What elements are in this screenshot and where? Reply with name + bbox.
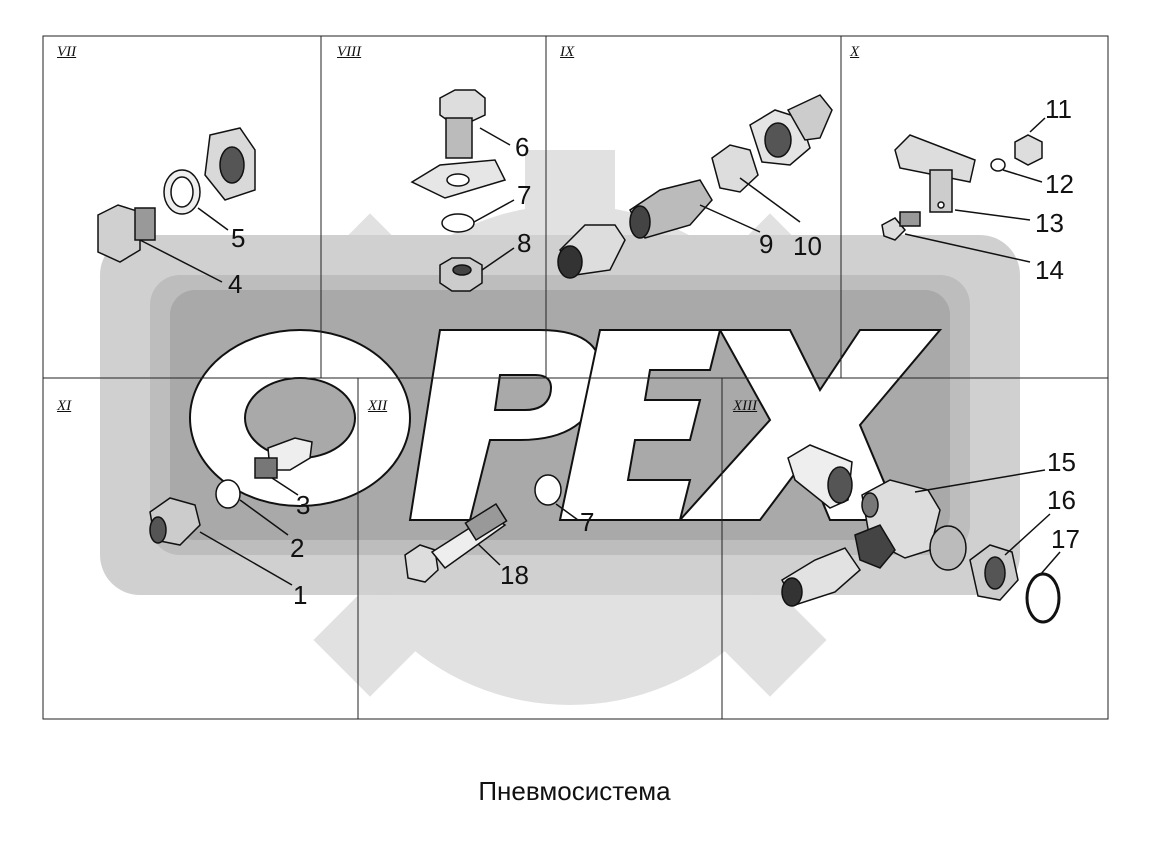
panel-xii-parts [404,474,579,583]
panel-label-xiii: XIII [733,398,758,414]
callout-10: 10 [793,231,822,261]
callout-5: 5 [231,223,246,253]
callout-1: 1 [293,580,308,610]
callout-2: 2 [290,533,305,563]
callout-6: 6 [515,132,530,162]
panel-viii-parts [410,89,515,292]
panel-ix-parts [557,94,833,279]
callout-11: 11 [1045,94,1072,124]
panel-x-parts [881,117,1046,263]
callout-15: 15 [1047,447,1076,477]
callout-13: 13 [1035,208,1064,238]
panel-label-xii: XII [368,398,388,414]
callout-18: 18 [500,560,529,590]
callout-9: 9 [759,229,774,259]
callout-16: 16 [1047,485,1076,515]
panel-label-vii: VII [57,44,77,60]
callout-7b: 7 [580,507,595,537]
panel-xiii-parts [781,444,1061,624]
callout-7a: 7 [517,180,532,210]
callout-4: 4 [228,269,243,299]
panel-label-viii: VIII [337,44,362,60]
callout-3: 3 [296,490,311,520]
figure-caption: Пневмосистема [478,776,671,806]
callout-14: 14 [1035,255,1064,285]
callout-12: 12 [1045,169,1074,199]
panel-vii-parts [97,127,256,283]
panel-label-x: X [850,44,860,60]
callout-8: 8 [517,228,532,258]
panel-xi-parts [149,437,313,586]
callout-17: 17 [1051,524,1080,554]
panel-label-ix: IX [560,44,575,60]
panel-label-xi: XI [57,398,72,414]
